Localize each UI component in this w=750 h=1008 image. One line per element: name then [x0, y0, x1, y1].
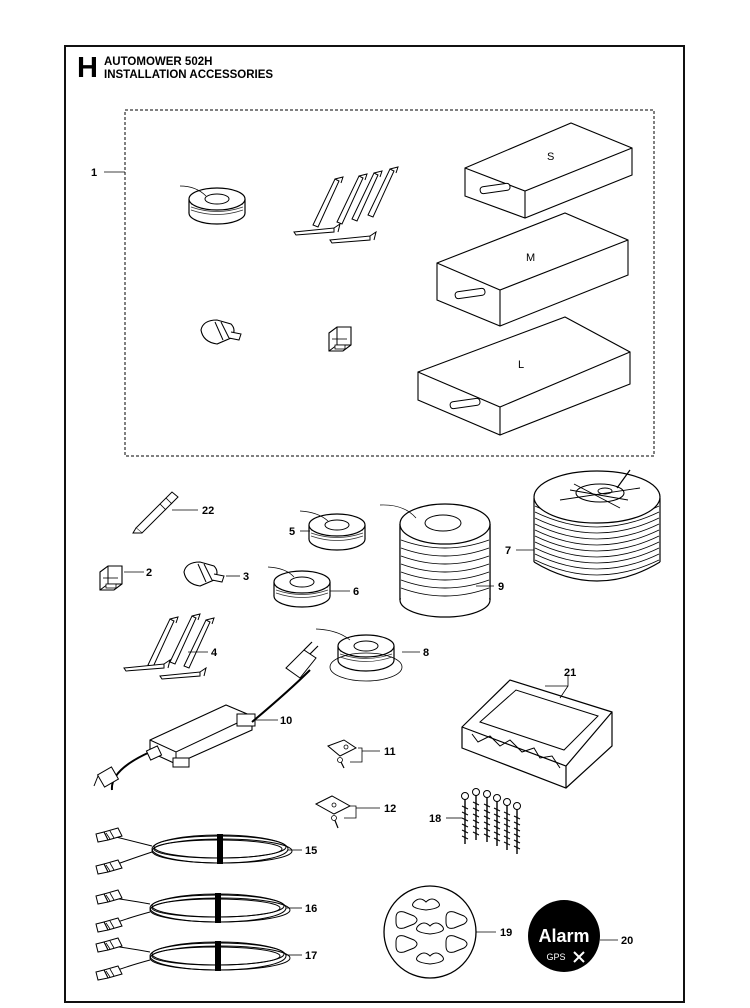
part-7-cable-drum: 7	[505, 469, 661, 582]
box-medium-label: M	[526, 252, 535, 264]
callout-5: 5	[289, 526, 295, 538]
callout-21: 21	[564, 667, 576, 679]
part-22-bit: 22	[132, 491, 214, 534]
part-10-power-supply: 10	[93, 641, 319, 791]
callout-2: 2	[146, 567, 152, 579]
section-letter: H	[77, 52, 98, 84]
callout-18: 18	[429, 813, 441, 825]
callout-22: 22	[202, 505, 214, 517]
kit-box-small: S	[464, 122, 633, 219]
decal-alarm-text: Alarm	[538, 926, 589, 946]
callout-16: 16	[305, 903, 317, 915]
box-small-label: S	[547, 151, 554, 163]
part-19-disc: 19	[383, 885, 512, 979]
callout-19: 19	[500, 927, 512, 939]
kit-box-medium: M	[436, 212, 629, 327]
kit-pegs	[293, 166, 399, 244]
callout-6: 6	[353, 586, 359, 598]
callout-9: 9	[498, 581, 504, 593]
callout-1: 1	[91, 167, 125, 179]
part-16-cable: 16	[95, 889, 317, 933]
callout-20: 20	[621, 935, 633, 947]
part-5-spool: 5	[289, 510, 366, 551]
part-20-alarm-decal: Alarm GPS 20	[528, 900, 633, 972]
callout-8: 8	[423, 647, 429, 659]
kit-wire-spool	[179, 185, 246, 225]
callout-1-label: 1	[91, 167, 97, 179]
part-21-case: 21	[461, 667, 613, 789]
callout-10: 10	[280, 715, 292, 727]
title-section: INSTALLATION ACCESSORIES	[104, 69, 274, 81]
kit-boundary	[124, 109, 655, 457]
part-6-spool: 6	[267, 566, 359, 608]
part-12-bracket: 12	[314, 795, 396, 829]
page-title: AUTOMOWER 502H INSTALLATION ACCESSORIES	[104, 56, 273, 82]
part-15-cable: 15	[95, 827, 317, 875]
callout-3: 3	[243, 571, 249, 583]
kit-connector	[328, 326, 352, 352]
part-8-spool: 8	[315, 628, 429, 682]
part-3-coupler: 3	[183, 561, 249, 587]
callout-17: 17	[305, 950, 317, 962]
drawing-frame	[64, 45, 685, 1003]
kit-coupler	[200, 319, 242, 345]
part-18-screws: 18	[429, 787, 522, 855]
part-2-connector: 2	[99, 565, 152, 591]
callout-12: 12	[384, 803, 396, 815]
decal-gps-text: GPS	[546, 952, 565, 962]
part-4-pegs: 4	[123, 613, 218, 680]
tools-icon	[573, 951, 585, 963]
callout-4: 4	[211, 647, 218, 659]
kit-box-large: L	[417, 316, 631, 436]
part-9-tall-spool: 9	[379, 503, 504, 618]
callout-11: 11	[384, 746, 396, 758]
part-17-cable: 17	[95, 937, 317, 981]
callout-15: 15	[305, 845, 317, 857]
callout-7: 7	[505, 545, 511, 557]
box-large-label: L	[518, 359, 524, 371]
title-model: AUTOMOWER 502H	[104, 56, 213, 68]
part-11-bracket: 11	[327, 739, 396, 769]
